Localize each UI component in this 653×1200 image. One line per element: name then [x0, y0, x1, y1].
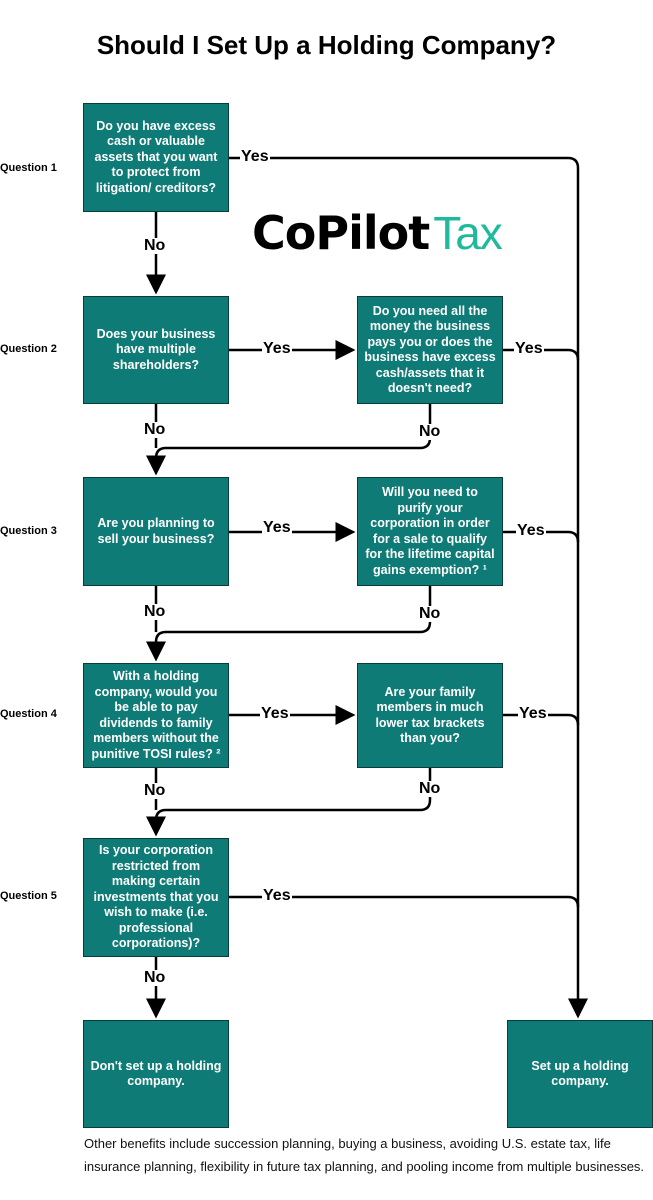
question-1-label: Question 1 [0, 162, 57, 174]
q3b-yes-line [503, 530, 580, 543]
q5-no-label: No [143, 969, 167, 986]
question-5-label: Question 5 [0, 890, 57, 902]
q3b-no-label: No [418, 605, 442, 622]
question-4-box: With a holding company, would you be abl… [83, 663, 229, 768]
question-4b-box: Are your family members in much lower ta… [357, 663, 503, 768]
q4b-no-line [146, 768, 432, 837]
question-2-box: Does your business have multiple shareho… [83, 296, 229, 404]
q5-yes-label: Yes [262, 887, 292, 904]
q1-yes-line [229, 156, 588, 1019]
question-1-box: Do you have excess cash or valuable asse… [83, 103, 229, 212]
q4b-yes-line [503, 713, 580, 726]
question-4-label: Question 4 [0, 708, 57, 720]
q1-no-label: No [143, 237, 167, 254]
q2-no-label: No [143, 421, 167, 438]
q5-yes-line [229, 895, 580, 908]
setup-result-box: Set up a holding company. [507, 1020, 653, 1128]
footnote: Other benefits include succession planni… [84, 1136, 645, 1174]
q3-no-label: No [143, 603, 167, 620]
q2-yes-label: Yes [262, 340, 292, 357]
question-5-box: Is your corporation restricted from maki… [83, 838, 229, 957]
q2b-yes-line [503, 348, 580, 361]
q2b-no-label: No [418, 423, 442, 440]
q4b-no-label: No [418, 780, 442, 797]
q4b-yes-label: Yes [518, 705, 548, 722]
q2b-no-line [146, 404, 432, 476]
page-title: Should I Set Up a Holding Company? [96, 30, 557, 60]
question-2-label: Question 2 [0, 343, 57, 355]
dont-setup-result-box: Don't set up a holding company. [83, 1020, 229, 1128]
q4-no-label: No [143, 782, 167, 799]
q2b-yes-label: Yes [514, 340, 544, 357]
question-3b-box: Will you need to purify your corporation… [357, 477, 503, 586]
question-2b-box: Do you need all the money the business p… [357, 296, 503, 404]
copilottax-logo: CoPilotTax [252, 206, 503, 260]
q3b-no-line [146, 586, 432, 662]
question-3-label: Question 3 [0, 525, 57, 537]
q1-yes-label: Yes [240, 148, 270, 165]
q3-yes-label: Yes [262, 519, 292, 536]
question-3-box: Are you planning to sell your business? [83, 477, 229, 586]
q3b-yes-label: Yes [516, 522, 546, 539]
q4-yes-label: Yes [260, 705, 290, 722]
